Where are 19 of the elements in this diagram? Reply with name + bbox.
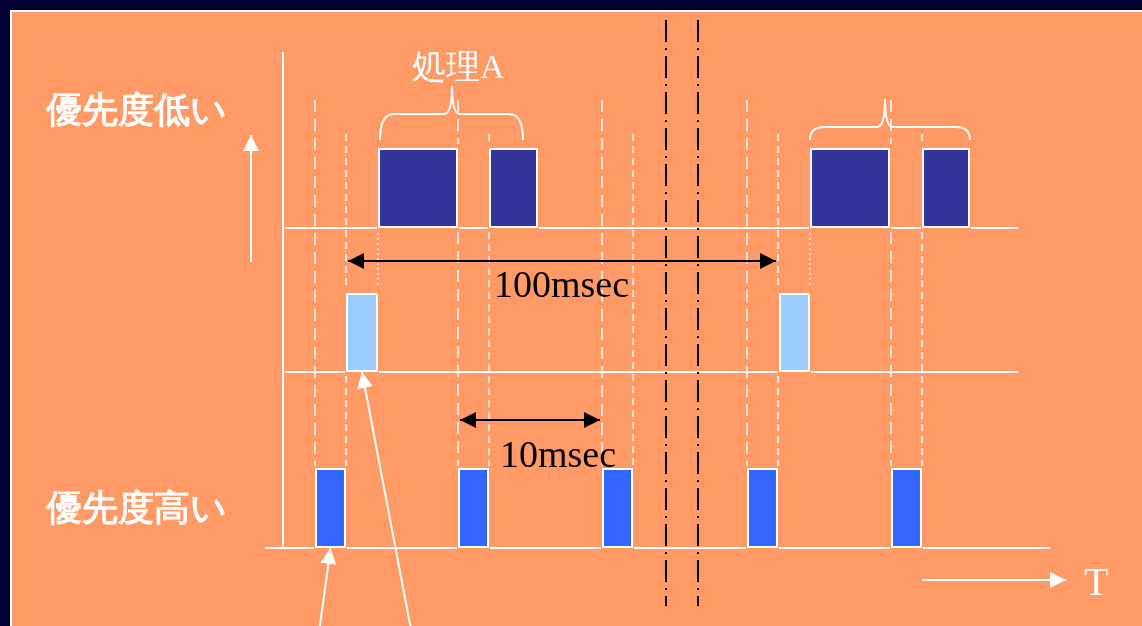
leader-arrow [357,371,414,626]
task-bar [891,468,922,548]
task-bar [747,468,778,548]
task-bar [378,148,458,228]
task-bar [315,468,346,548]
axis-label: 優先度高い [46,486,227,530]
axis-label: 優先度低い [46,88,227,132]
dimension-label: 10msec [500,432,617,476]
task-bar [346,293,378,372]
leader-arrow [317,547,337,626]
task-bar [810,148,890,228]
task-bar [602,468,633,548]
task-bar [779,293,810,372]
task-bar [489,148,538,228]
dimension-label: 100msec [494,262,630,306]
axis-label: T [1084,558,1109,605]
task-bar [458,468,489,548]
task-bar [922,148,970,228]
phase-label: 処理A [412,47,505,87]
